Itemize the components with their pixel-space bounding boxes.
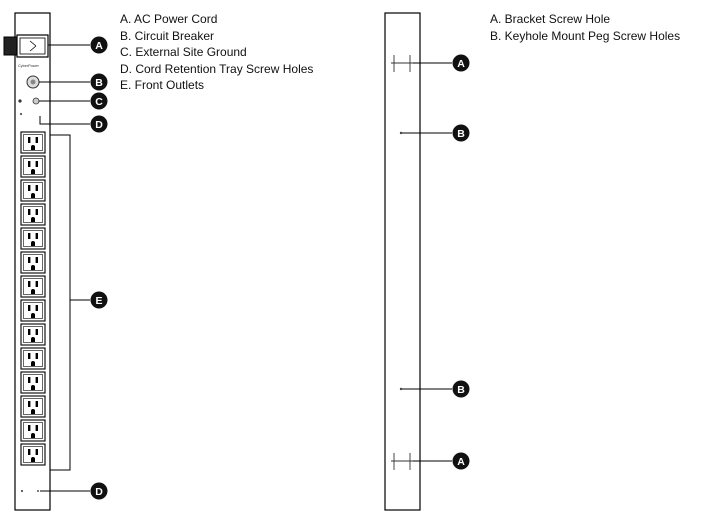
front-legend-item: E. Front Outlets [120,78,205,92]
outlet-icon [20,155,46,178]
front-legend-item: A. AC Power Cord [120,12,218,26]
front-legend-item: C. External Site Ground [120,45,247,59]
callout-front-d-top: D [90,115,108,133]
outlet-icon [20,131,46,154]
svg-text:A: A [457,58,465,70]
rear-pdu-view: A B B A [384,12,470,511]
outlet-icon [20,443,46,466]
rear-leader-lines [402,62,452,462]
front-legend-item: B. Circuit Breaker [120,28,215,43]
outlet-icon [20,179,46,202]
svg-text:C: C [95,96,103,108]
svg-text:B: B [95,77,103,89]
rear-legend: A. Bracket Screw Hole B. Keyhole Mount P… [490,11,680,44]
outlet-icon [20,347,46,370]
rear-legend-item: A. Bracket Screw Hole [490,12,611,26]
outlet-icon [20,227,46,250]
outlet-icon [20,299,46,322]
outlet-icon [20,251,46,274]
callout-rear-a-top: A [452,54,470,72]
bracket-screw-hole-bottom-icon [391,453,413,470]
svg-text:D: D [95,119,103,131]
outlet-icon [20,203,46,226]
callout-rear-b-lower: B [452,380,470,398]
front-leader-lines [39,44,90,492]
front-legend: A. AC Power Cord B. Circuit Breaker C. E… [120,11,313,94]
keyhole-screw-hole-upper-icon [399,131,403,135]
bracket-screw-hole-top-icon [391,55,413,72]
brand-label: CyberPower [18,64,40,68]
outlet-icon [20,323,46,346]
circuit-breaker-icon [26,75,40,89]
callout-front-a: A [90,36,108,54]
callout-front-b: B [90,73,108,91]
callout-rear-b-upper: B [452,124,470,142]
svg-text:D: D [95,486,103,498]
callout-rear-a-bottom: A [452,452,470,470]
front-pdu-view: CyberPower [3,12,108,511]
front-outlets-group [20,131,46,466]
svg-text:A: A [95,40,103,52]
svg-text:B: B [457,128,465,140]
callout-front-d-bottom: D [90,482,108,500]
svg-text:A: A [457,456,465,468]
tray-screw-holes-bottom [20,489,39,493]
outlet-icon [20,371,46,394]
rear-pdu-body [384,12,421,511]
callout-front-e: E [90,291,108,309]
outlet-icon [20,395,46,418]
keyhole-screw-hole-lower-icon [399,387,403,391]
front-legend-item: D. Cord Retention Tray Screw Holes [120,61,314,76]
svg-text:E: E [95,295,102,307]
svg-text:B: B [457,384,465,396]
outlet-icon [20,419,46,442]
rear-legend-item: B. Keyhole Mount Peg Screw Holes [490,28,681,43]
tray-screw-holes-top [19,112,41,118]
ac-power-cord-icon [3,34,49,58]
outlet-icon [20,275,46,298]
callout-front-c: C [90,92,108,110]
